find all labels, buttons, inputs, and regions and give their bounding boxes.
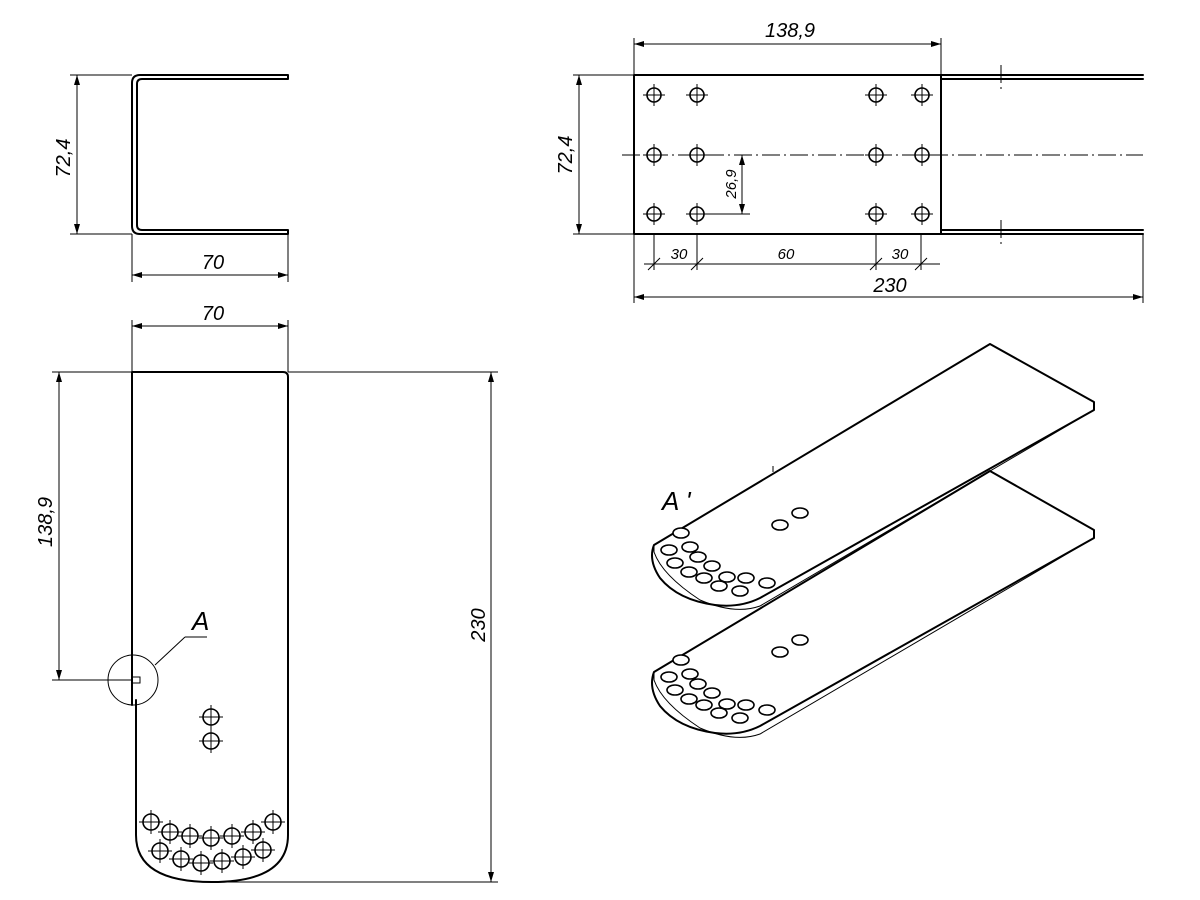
bolt-hole bbox=[643, 84, 665, 106]
dim-front-width: 70 bbox=[202, 252, 224, 274]
iso-hole bbox=[672, 654, 690, 666]
bolt-hole bbox=[139, 810, 163, 834]
iso-upper-holes bbox=[660, 507, 809, 597]
iso-hole bbox=[758, 577, 776, 589]
notch bbox=[132, 676, 141, 684]
iso-hole bbox=[791, 507, 809, 519]
dim-side-total: 230 bbox=[468, 608, 490, 642]
iso-hole bbox=[689, 551, 707, 563]
bolt-hole bbox=[231, 845, 255, 869]
iso-hole bbox=[681, 541, 699, 553]
iso-hole bbox=[695, 572, 713, 584]
iso-hole bbox=[710, 707, 728, 719]
bolt-hole bbox=[199, 705, 223, 729]
leader-line bbox=[154, 636, 186, 666]
iso-hole bbox=[672, 527, 690, 539]
iso-hole bbox=[731, 585, 749, 597]
bolt-hole bbox=[251, 838, 275, 862]
iso-hole bbox=[681, 668, 699, 680]
bolt-hole bbox=[169, 847, 193, 871]
bolt-hole bbox=[158, 820, 182, 844]
bolt-hole bbox=[911, 203, 933, 225]
bolt-hole bbox=[643, 203, 665, 225]
iso-hole bbox=[791, 634, 809, 646]
iso-hole bbox=[680, 693, 698, 705]
dim-side-width: 70 bbox=[202, 303, 224, 325]
tick bbox=[914, 257, 928, 271]
iso-hole bbox=[758, 704, 776, 716]
dim-gap-left: 30 bbox=[671, 246, 688, 263]
bolt-hole bbox=[210, 849, 234, 873]
flange-outline bbox=[131, 371, 289, 883]
bolt-hole bbox=[865, 84, 887, 106]
iso-hole bbox=[710, 580, 728, 592]
iso-hole bbox=[660, 544, 678, 556]
dim-gap-right: 30 bbox=[892, 246, 909, 263]
dim-top-offset: 26,9 bbox=[723, 169, 740, 200]
top-view-holes bbox=[643, 84, 933, 225]
iso-hole bbox=[737, 699, 755, 711]
bolt-hole bbox=[686, 84, 708, 106]
bolt-hole bbox=[148, 839, 172, 863]
bolt-hole bbox=[865, 144, 887, 166]
iso-hole bbox=[660, 671, 678, 683]
bolt-hole bbox=[199, 729, 223, 753]
iso-hole bbox=[703, 687, 721, 699]
iso-hole bbox=[737, 572, 755, 584]
tick bbox=[690, 257, 704, 271]
iso-plate-lower-thickness bbox=[653, 537, 1095, 738]
tick bbox=[869, 257, 883, 271]
bolt-hole bbox=[865, 203, 887, 225]
iso-plate-upper bbox=[651, 343, 1095, 607]
iso-hole bbox=[731, 712, 749, 724]
iso-hole bbox=[666, 557, 684, 569]
dim-top-height: 72,4 bbox=[555, 136, 577, 175]
bolt-hole bbox=[261, 810, 285, 834]
dim-top-length: 138,9 bbox=[765, 20, 815, 42]
front-view: 72,4 70 bbox=[53, 74, 289, 282]
bolt-hole bbox=[199, 826, 223, 850]
bolt-hole bbox=[241, 820, 265, 844]
u-channel-profile bbox=[131, 74, 289, 235]
detail-label-A: A bbox=[190, 606, 209, 636]
bolt-hole bbox=[911, 84, 933, 106]
iso-hole bbox=[680, 566, 698, 578]
dim-side-partial: 138,9 bbox=[35, 497, 57, 547]
top-view: 138,9 72,4 26,9 30 60 30 230 bbox=[555, 20, 1144, 303]
bolt-hole bbox=[686, 144, 708, 166]
tick bbox=[647, 257, 661, 271]
iso-hole bbox=[695, 699, 713, 711]
iso-plate-upper-thickness bbox=[653, 409, 1095, 610]
iso-hole bbox=[718, 571, 736, 583]
iso-lower-holes bbox=[660, 634, 809, 724]
iso-hole bbox=[771, 519, 789, 531]
iso-hole bbox=[703, 560, 721, 572]
bolt-hole bbox=[178, 824, 202, 848]
iso-hole bbox=[666, 684, 684, 696]
side-view-holes bbox=[139, 705, 285, 875]
iso-hole bbox=[689, 678, 707, 690]
isometric-view: A ' bbox=[651, 343, 1095, 738]
dim-front-height: 72,4 bbox=[53, 139, 75, 178]
bolt-hole bbox=[911, 144, 933, 166]
side-view: A 70 138,9 230 bbox=[35, 303, 498, 883]
iso-label-A: A ' bbox=[660, 486, 692, 516]
bolt-hole bbox=[220, 824, 244, 848]
dim-top-total: 230 bbox=[872, 275, 906, 297]
bolt-hole bbox=[189, 851, 213, 875]
iso-hole bbox=[771, 646, 789, 658]
iso-hole bbox=[718, 698, 736, 710]
iso-plate-lower bbox=[651, 470, 1095, 735]
bolt-hole bbox=[643, 144, 665, 166]
dim-gap-mid: 60 bbox=[778, 246, 795, 263]
